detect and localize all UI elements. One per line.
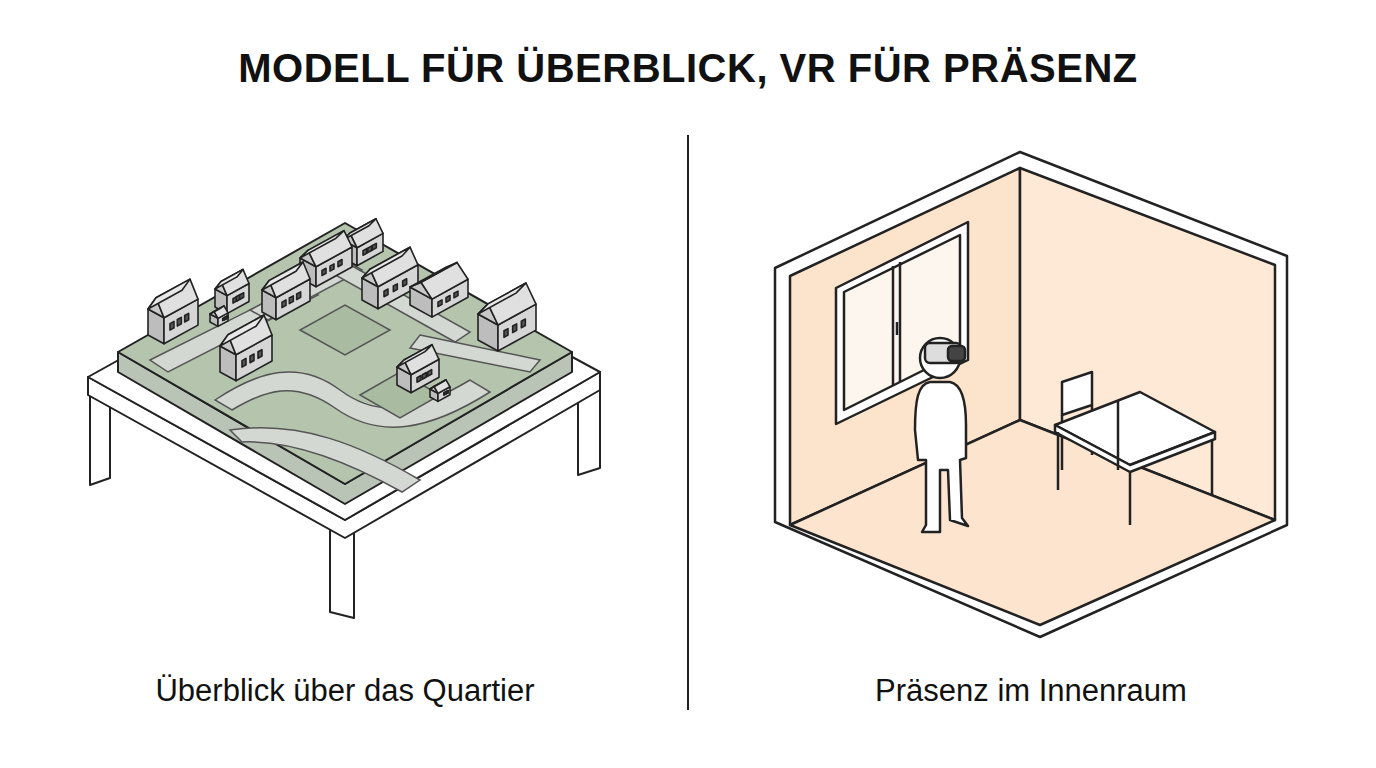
room: [775, 152, 1287, 637]
table-chair: [1055, 372, 1215, 525]
model-table: [88, 223, 600, 618]
house-part: [223, 316, 227, 320]
house-part: [521, 319, 525, 328]
house-part: [444, 391, 448, 395]
house-part: [289, 296, 293, 304]
house-part: [177, 317, 181, 326]
house-part: [513, 324, 517, 333]
divider: [687, 135, 689, 710]
house-part: [403, 279, 407, 287]
house-part: [444, 391, 448, 395]
house-part: [478, 283, 526, 314]
house-part: [397, 345, 432, 367]
house-part: [240, 293, 244, 300]
model-houses: [148, 219, 536, 402]
house-part: [422, 373, 426, 380]
house-part: [210, 306, 224, 314]
house-part: [262, 262, 303, 290]
title: MODELL FÜR ÜBERBLICK, VR FÜR PRÄSENZ: [0, 46, 1376, 91]
house-part: [322, 268, 326, 275]
house-part: [362, 247, 410, 278]
house-part: [220, 315, 264, 346]
house-part: [300, 231, 344, 258]
house-part: [410, 262, 457, 287]
house-part: [454, 291, 458, 298]
roads: [150, 260, 540, 492]
house-part: [148, 279, 190, 309]
house-part: [170, 321, 174, 330]
caption-left: Überblick über das Quartier: [25, 673, 665, 709]
house-part: [338, 260, 342, 267]
house-part: [363, 249, 367, 256]
vr-person: [915, 338, 968, 532]
house-part: [330, 264, 334, 271]
house-part: [368, 246, 372, 253]
house-part: [438, 300, 442, 307]
house-part: [185, 313, 189, 322]
house-part: [282, 300, 286, 308]
house-part: [258, 350, 262, 359]
house-part: [430, 380, 446, 389]
house-part: [446, 296, 450, 303]
house-part: [393, 284, 397, 292]
house-part: [384, 289, 388, 297]
house-part: [250, 354, 254, 363]
house-part: [297, 292, 301, 300]
house-part: [504, 329, 508, 338]
house-part: [372, 243, 376, 250]
house-part: [444, 391, 448, 395]
house-part: [428, 370, 432, 377]
house-part: [417, 376, 421, 383]
house-part: [215, 269, 243, 289]
house-part: [223, 316, 227, 320]
caption-right: Präsenz im Innenraum: [711, 673, 1351, 709]
house-part: [242, 358, 246, 367]
house-part: [343, 219, 376, 240]
